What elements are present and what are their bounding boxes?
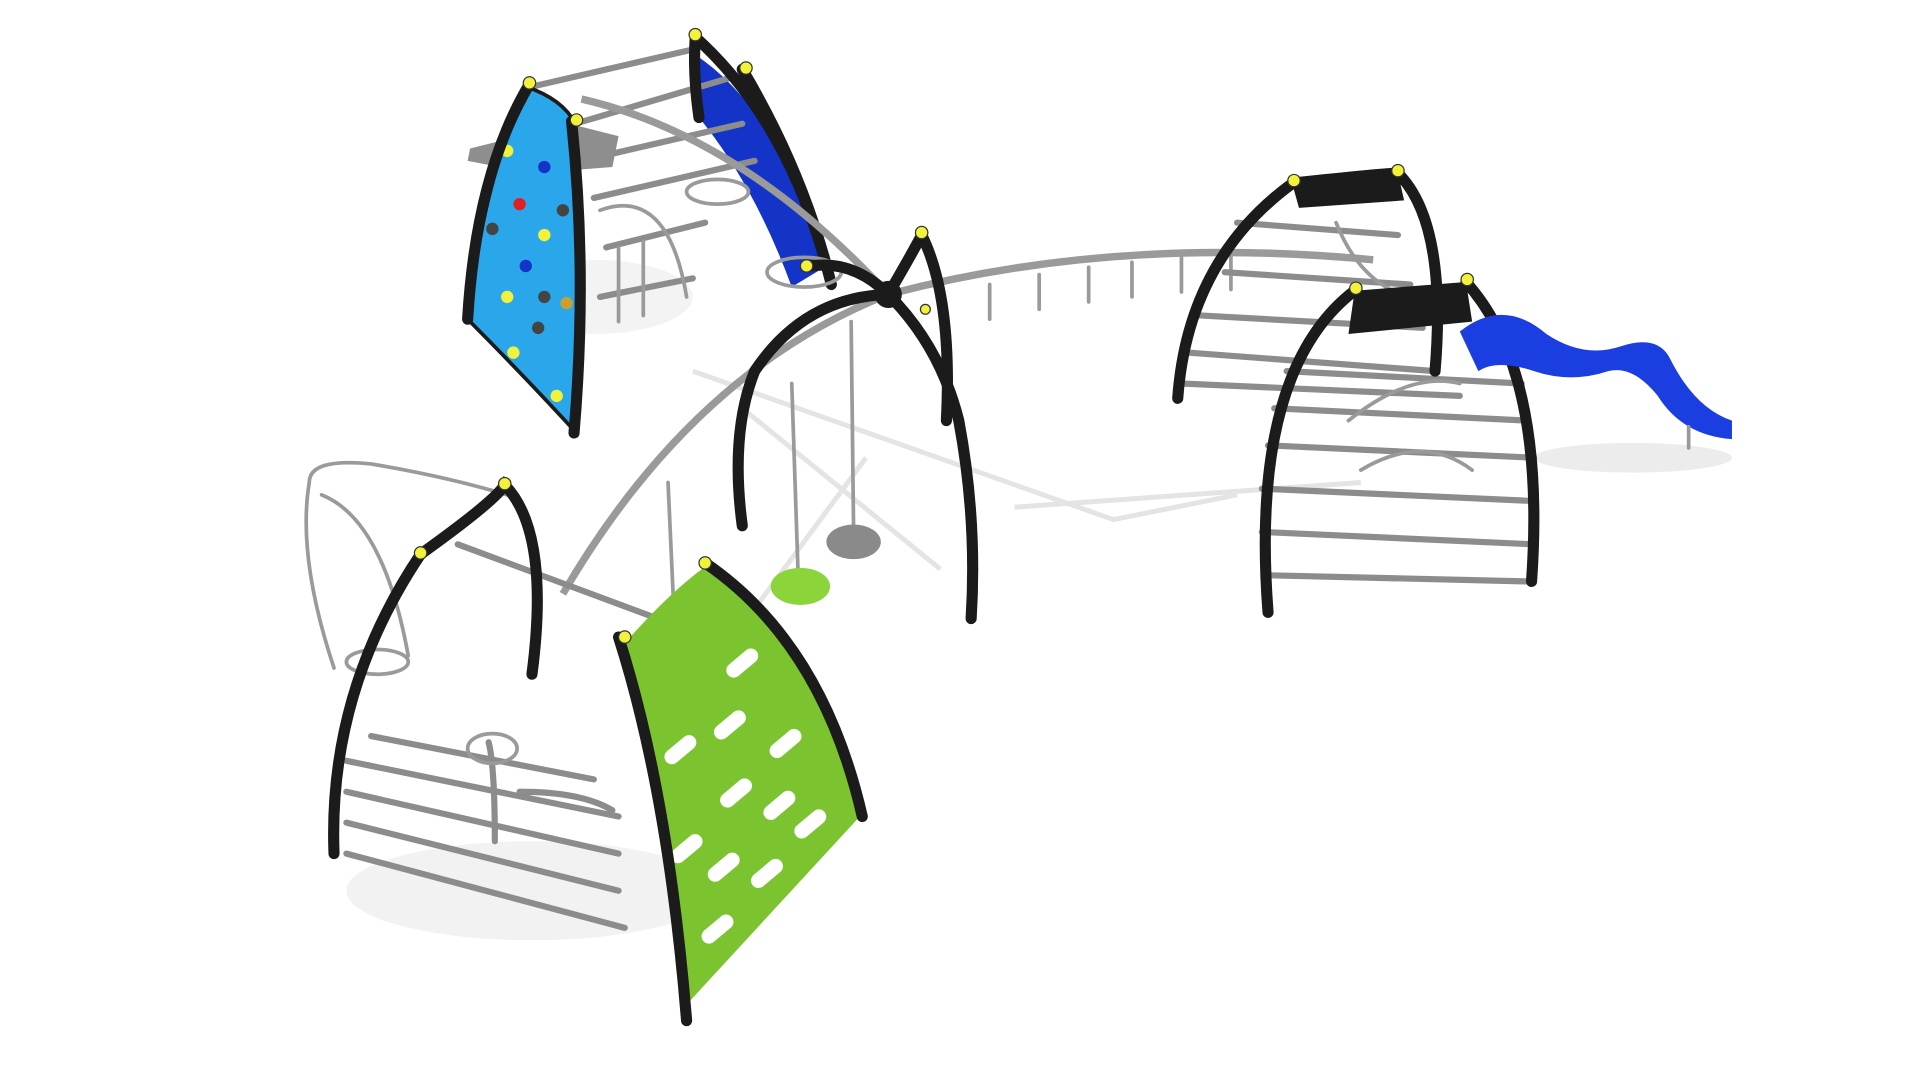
hanging-rings — [987, 252, 1233, 322]
post-caps — [413, 27, 1475, 644]
wavy-slide — [1459, 314, 1732, 440]
green-panel-structure — [304, 460, 868, 1027]
monkey-bar-structure — [1172, 167, 1732, 618]
dark-blue-panel — [696, 55, 827, 288]
panel-slots — [664, 648, 827, 944]
climbing-wall-structure — [462, 31, 837, 439]
light-blue-climbing-wall — [465, 84, 581, 438]
swing-seat-gray — [826, 524, 881, 560]
swing-seat-green — [770, 567, 831, 605]
hub-connector — [874, 280, 902, 309]
climbing-holds — [486, 144, 573, 403]
central-hub — [559, 95, 1374, 625]
